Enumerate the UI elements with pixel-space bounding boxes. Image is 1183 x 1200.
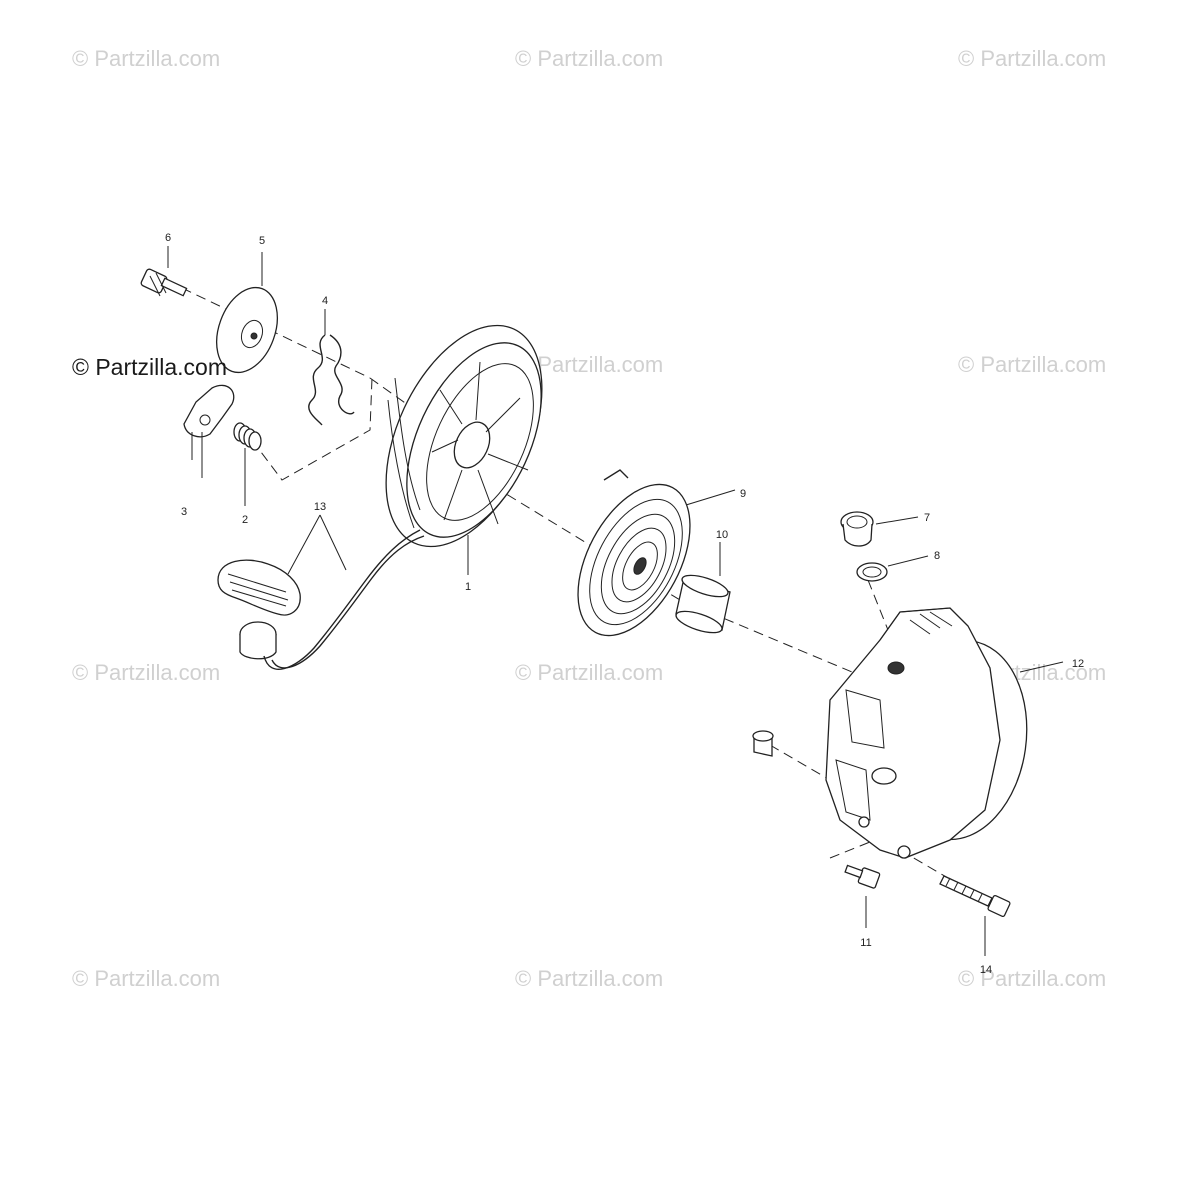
callout-7: 7 xyxy=(924,512,930,524)
callout-10: 10 xyxy=(716,529,728,541)
collar-part xyxy=(752,730,774,757)
callout-6: 6 xyxy=(165,232,171,244)
pawl-spring-part xyxy=(233,422,262,451)
watermark: © Partzilla.com xyxy=(958,966,1107,991)
partzilla-watermark-main: © Partzilla.com xyxy=(72,354,227,380)
bushing-part xyxy=(675,574,731,634)
watermark: © Partzilla.com xyxy=(958,46,1107,71)
friction-plate-part xyxy=(216,286,278,374)
watermark: © Partzilla.com xyxy=(515,966,664,991)
recoil-spring-part xyxy=(577,469,691,637)
watermark: © Partzilla.com xyxy=(515,46,664,71)
callout-2: 2 xyxy=(242,514,248,526)
rope-reel-part xyxy=(385,324,543,548)
callout-1: 1 xyxy=(465,581,471,593)
watermark: © Partzilla.com xyxy=(72,660,221,685)
watermark: © Partzilla.com xyxy=(515,660,664,685)
callout-3: 3 xyxy=(181,506,187,518)
callout-5: 5 xyxy=(259,235,265,247)
callout-13: 13 xyxy=(314,501,326,513)
callout-8: 8 xyxy=(934,550,940,562)
long-bolt-part xyxy=(939,875,1011,918)
plug-part xyxy=(840,511,874,547)
flange-bolt-part xyxy=(140,268,188,297)
callout-14: 14 xyxy=(980,964,992,976)
short-bolt-part xyxy=(844,864,881,889)
spring-clip-part xyxy=(308,334,355,426)
callout-12: 12 xyxy=(1072,658,1084,670)
watermark: © Partzilla.com xyxy=(72,46,221,71)
leader-lines xyxy=(167,246,1064,956)
watermark: © Partzilla.com xyxy=(958,352,1107,377)
callout-4: 4 xyxy=(322,295,328,307)
o-ring-part xyxy=(856,562,888,582)
callout-labels: 1 2 3 4 5 6 7 8 9 10 11 12 13 14 xyxy=(165,232,1084,976)
callout-11: 11 xyxy=(860,937,871,949)
starter-housing-part xyxy=(825,607,1028,859)
watermark: © Partzilla.com xyxy=(72,966,221,991)
starter-handle-part xyxy=(217,529,425,670)
callout-9: 9 xyxy=(740,488,746,500)
ratchet-pawl-part xyxy=(183,384,235,478)
